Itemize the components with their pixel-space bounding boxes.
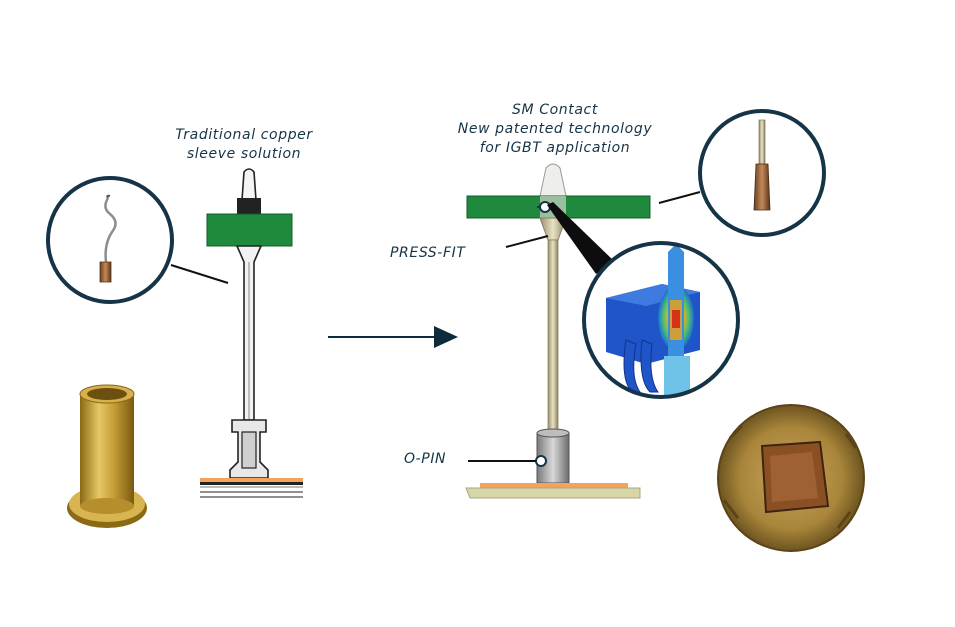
brass-sleeve-illustration	[67, 384, 147, 528]
traditional-title-line2: sleeve solution	[186, 146, 302, 162]
right-zoom-circle	[698, 109, 826, 237]
fea-zoom-cone	[547, 202, 615, 274]
traditional-pin-drawing	[200, 168, 303, 498]
sm-contact-title-line2: New patented technology	[457, 121, 653, 137]
left-zoom-circle	[46, 176, 174, 304]
sm-contact-solution-group	[465, 109, 865, 552]
pressfit-leader	[505, 235, 549, 248]
sm-contact-title-line1: SM Contact	[512, 102, 598, 118]
cross-section-illustration	[717, 404, 865, 552]
opin-marker	[468, 455, 547, 467]
sm-contact-pin-drawing	[465, 163, 651, 499]
sm-contact-title-line3: for IGBT application	[479, 140, 631, 156]
right-zoom-leader	[658, 191, 701, 204]
opin-label: O-PIN	[404, 451, 447, 467]
traditional-title: Traditional copper sleeve solution	[175, 126, 313, 164]
transition-arrow	[328, 326, 458, 348]
traditional-solution-group	[46, 168, 303, 528]
left-pcb-board	[206, 213, 293, 247]
sm-contact-title: SM Contact New patented technology for I…	[458, 101, 652, 158]
left-zoom-leader	[170, 264, 229, 284]
pressfit-label: PRESS-FIT	[390, 245, 466, 261]
traditional-title-line1: Traditional copper	[175, 127, 313, 143]
fea-simulation-circle	[582, 241, 740, 399]
